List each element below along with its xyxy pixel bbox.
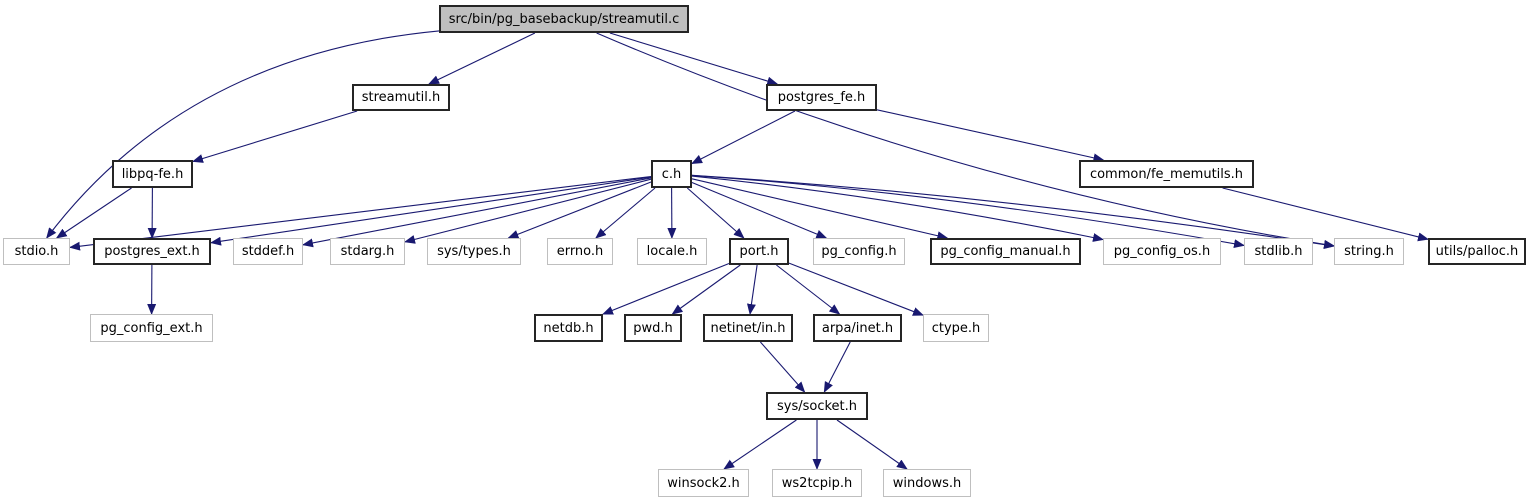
- graph-node-label: netdb.h: [543, 320, 594, 336]
- include-edge-c-h-to-pg-config-os-h: [691, 175, 1104, 242]
- include-edge-port-h-to-pwd-h: [671, 264, 741, 315]
- include-edge-c-h-to-stdio-h: [69, 175, 652, 251]
- include-edge-streamutil-h-to-libpq-fe-h: [192, 110, 358, 163]
- include-edge-sys-socket-h-to-windows-h: [836, 419, 908, 470]
- graph-node-string-h: string.h: [1334, 238, 1404, 265]
- include-edge-streamutil-c-to-string-h: [596, 32, 1335, 249]
- include-edge-c-h-to-port-h: [686, 187, 745, 239]
- include-edge-postgres-fe-h-to-c-h: [691, 110, 796, 164]
- graph-node-ctype-h: ctype.h: [923, 314, 989, 342]
- graph-node-utils-palloc-h[interactable]: utils/palloc.h: [1428, 238, 1526, 265]
- graph-node-label: utils/palloc.h: [1435, 244, 1519, 259]
- graph-node-label: stdio.h: [14, 244, 59, 259]
- graph-node-winsock2-h: winsock2.h: [658, 469, 749, 497]
- graph-node-label: libpq-fe.h: [121, 166, 184, 182]
- graph-node-postgres-fe-h[interactable]: postgres_fe.h: [766, 84, 877, 111]
- graph-node-label: postgres_fe.h: [777, 90, 866, 105]
- graph-node-pg-config-os-h: pg_config_os.h: [1103, 238, 1221, 265]
- graph-node-label: locale.h: [646, 244, 698, 259]
- graph-node-label: port.h: [739, 244, 779, 259]
- graph-node-label: stddef.h: [241, 244, 295, 259]
- include-edge-c-h-to-stddef-h: [302, 177, 652, 248]
- include-edge-streamutil-c-to-postgres-fe-h: [609, 32, 779, 86]
- include-edge-c-h-to-sys-types-h: [507, 181, 652, 239]
- graph-node-windows-h: windows.h: [883, 469, 971, 497]
- graph-node-arpa-inet-h[interactable]: arpa/inet.h: [813, 314, 902, 342]
- graph-node-label: sys/socket.h: [776, 398, 858, 414]
- graph-node-streamutil-c: src/bin/pg_basebackup/streamutil.c: [439, 5, 689, 33]
- include-edge-port-h-to-netinet-in-h: [746, 264, 758, 315]
- graph-node-label: src/bin/pg_basebackup/streamutil.c: [448, 11, 680, 27]
- graph-node-label: pg_config.h: [821, 244, 897, 259]
- include-edge-libpq-fe-h-to-stdio-h: [55, 187, 132, 239]
- graph-node-label: streamutil.h: [361, 90, 441, 105]
- graph-node-stdlib-h: stdlib.h: [1244, 238, 1313, 265]
- graph-node-stddef-h: stddef.h: [233, 238, 303, 265]
- graph-node-c-h[interactable]: c.h: [651, 160, 692, 188]
- graph-node-stdarg-h: stdarg.h: [330, 238, 405, 265]
- graph-node-label: ctype.h: [931, 320, 981, 336]
- include-edge-c-h-to-stdarg-h: [404, 178, 652, 244]
- graph-node-label: common/fe_memutils.h: [1089, 166, 1244, 182]
- include-edge-sys-socket-h-to-winsock2-h: [723, 419, 797, 470]
- graph-node-label: errno.h: [556, 244, 604, 259]
- graph-node-label: pwd.h: [633, 320, 673, 336]
- graph-node-stdio-h: stdio.h: [3, 238, 70, 265]
- graph-node-sys-types-h: sys/types.h: [427, 238, 521, 265]
- graph-node-ws2tcpip-h: ws2tcpip.h: [772, 469, 862, 497]
- graph-node-pg-config-manual-h[interactable]: pg_config_manual.h: [930, 238, 1081, 265]
- include-edge-port-h-to-ctype-h: [788, 262, 924, 316]
- include-edge-netinet-in-h-to-sys-socket-h: [759, 341, 806, 393]
- graph-node-label: ws2tcpip.h: [781, 475, 853, 491]
- graph-node-label: arpa/inet.h: [821, 320, 894, 336]
- graph-node-label: windows.h: [892, 475, 962, 491]
- include-edge-c-h-to-errno-h: [595, 187, 656, 239]
- include-edge-c-h-to-pg-config-manual-h: [691, 178, 949, 241]
- graph-node-libpq-fe-h[interactable]: libpq-fe.h: [112, 160, 193, 188]
- graph-node-label: pg_config_ext.h: [100, 320, 203, 336]
- graph-node-pg-config-h: pg_config.h: [813, 238, 905, 265]
- graph-node-label: stdarg.h: [340, 244, 395, 259]
- graph-node-label: sys/types.h: [437, 244, 511, 259]
- graph-node-label: postgres_ext.h: [104, 244, 200, 259]
- include-edge-port-h-to-netdb-h: [602, 262, 730, 315]
- graph-node-label: string.h: [1344, 244, 1394, 259]
- include-edge-c-h-to-pg-config-h: [691, 181, 828, 239]
- include-edge-c-h-to-postgres-ext-h: [210, 176, 652, 246]
- graph-node-label: netinet/in.h: [710, 320, 786, 336]
- graph-node-netdb-h[interactable]: netdb.h: [534, 314, 603, 342]
- graph-node-postgres-ext-h[interactable]: postgres_ext.h: [93, 238, 211, 265]
- include-edge-streamutil-c-to-streamutil-h: [428, 32, 536, 85]
- include-edge-c-h-to-string-h: [691, 174, 1335, 250]
- graph-node-label: pg_config_manual.h: [940, 244, 1071, 259]
- graph-node-label: pg_config_os.h: [1113, 244, 1211, 259]
- include-edge-port-h-to-arpa-inet-h: [776, 264, 841, 315]
- graph-node-locale-h: locale.h: [637, 238, 707, 265]
- graph-node-label: stdlib.h: [1254, 244, 1303, 259]
- graph-node-pwd-h[interactable]: pwd.h: [624, 314, 682, 342]
- include-edge-c-h-to-stdlib-h: [691, 174, 1245, 249]
- graph-node-sys-socket-h[interactable]: sys/socket.h: [766, 392, 868, 420]
- graph-node-netinet-in-h[interactable]: netinet/in.h: [703, 314, 793, 342]
- graph-node-label: c.h: [661, 166, 682, 182]
- include-edge-postgres-fe-h-to-common-fe-memutils-h: [876, 109, 1105, 163]
- graph-node-streamutil-h[interactable]: streamutil.h: [352, 84, 450, 111]
- graph-node-pg-config-ext-h: pg_config_ext.h: [90, 314, 213, 342]
- graph-node-common-fe-memutils-h[interactable]: common/fe_memutils.h: [1079, 160, 1254, 188]
- include-edge-common-fe-memutils-h-to-utils-palloc-h: [1222, 187, 1429, 242]
- include-edge-arpa-inet-h-to-sys-socket-h: [823, 341, 851, 393]
- graph-node-port-h[interactable]: port.h: [729, 238, 789, 265]
- graph-node-label: winsock2.h: [667, 475, 740, 491]
- graph-node-errno-h: errno.h: [547, 238, 613, 265]
- include-edge-streamutil-c-to-stdio-h: [46, 30, 440, 239]
